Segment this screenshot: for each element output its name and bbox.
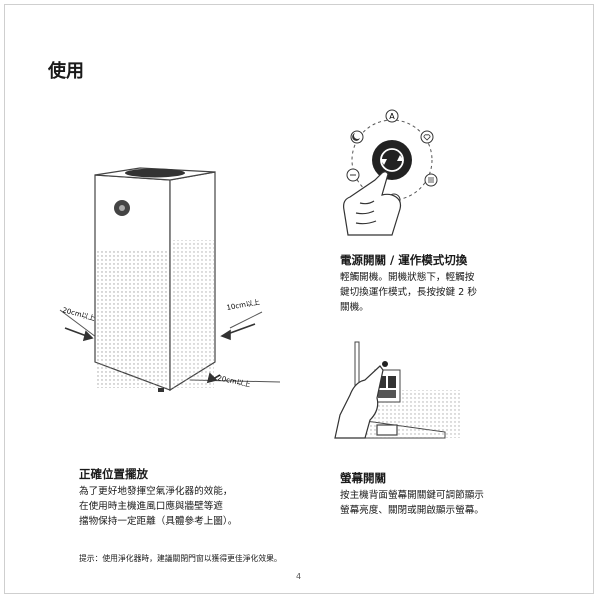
svg-text:A: A	[389, 112, 395, 121]
air-outlet-top	[125, 168, 185, 178]
display-description: 按主機背面螢幕開關鍵可調節顯示 螢幕亮度、關閉或開啟顯示螢幕。	[340, 490, 484, 516]
rear-handle-slot	[376, 424, 398, 436]
placement-heading: 正確位置擺放	[79, 467, 148, 481]
clearance-label-right: 10cm以上	[226, 297, 261, 312]
placement-description: 為了更好地發揮空氣淨化器的效能， 在使用時主機進風口應與牆壁等遮 擋物保持一定距…	[79, 486, 238, 527]
side-air-inlet-grille	[171, 240, 214, 388]
clearance-arrow-bottom	[206, 372, 221, 384]
page-title: 使用	[48, 61, 84, 82]
display-heading: 螢幕開關	[340, 471, 386, 485]
display-switch-button	[382, 361, 388, 367]
clearance-label-left: 20cm以上	[61, 305, 96, 322]
display-switch-illustration	[334, 341, 460, 439]
power-button-illustration: A	[343, 109, 438, 236]
hand-pressing-icon	[343, 171, 402, 236]
front-air-inlet-grille	[96, 250, 169, 388]
usage-tip: 提示：使用淨化器時，建議關閉門窗以獲得更佳淨化效果。	[79, 554, 282, 563]
power-button	[372, 140, 412, 180]
power-heading: 電源開關 / 運作模式切換	[340, 253, 468, 267]
clearance-arrow-left	[64, 327, 94, 342]
clearance-label-bottom: 20cm以上	[217, 373, 252, 389]
page-number: 4	[296, 572, 302, 581]
purifier-placement-illustration: 20cm以上 10cm以上 20cm以上	[59, 167, 281, 392]
power-description: 輕觸開機。開機狀態下，輕觸按 鍵切換運作模式，長按按鍵 2 秒 關機。	[340, 272, 477, 313]
clearance-arrow-right	[220, 323, 256, 341]
mode-auto-icon	[385, 109, 399, 123]
mode-favorite-icon	[420, 130, 434, 144]
hand-pressing-switch-icon	[334, 365, 384, 439]
